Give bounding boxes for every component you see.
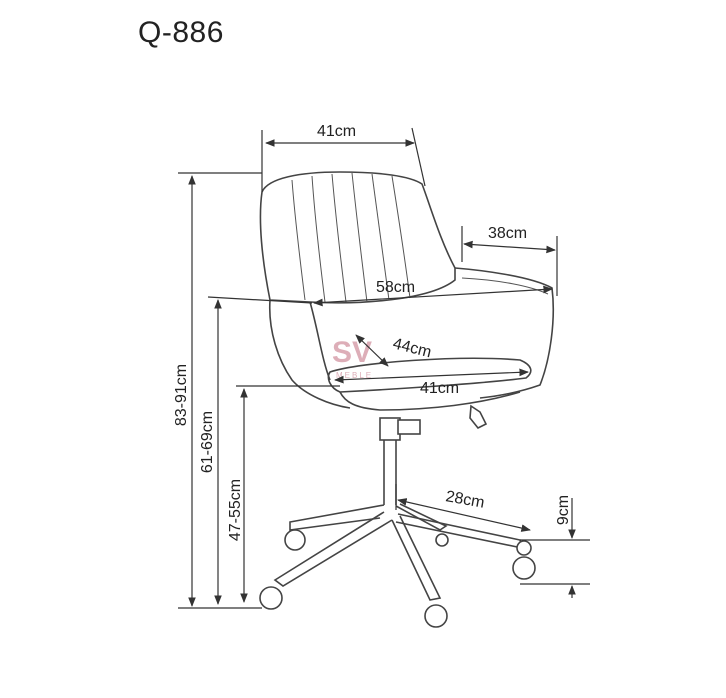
dimension-total-height: 83-91cm [173,172,262,609]
dimension-seat-height: 47-55cm [227,385,340,603]
svg-text:61-69cm: 61-69cm [199,411,216,473]
chair-outline [259,171,555,628]
dimension-caster-height: 9cm [520,495,590,598]
svg-text:9cm: 9cm [555,495,572,525]
svg-text:83-91cm: 83-91cm [173,364,190,426]
svg-text:47-55cm: 47-55cm [227,479,244,541]
svg-text:SV: SV [332,336,372,369]
svg-text:41cm: 41cm [420,380,459,397]
dimension-seat-width: 41cm [334,368,529,397]
svg-text:44cm: 44cm [391,335,433,361]
svg-text:58cm: 58cm [376,279,415,296]
svg-text:41cm: 41cm [317,123,356,140]
dimension-arm-height: 61-69cm [199,296,313,605]
product-title: Q-886 [138,16,224,49]
dimension-back-width: 41cm [261,123,426,192]
svg-text:38cm: 38cm [488,225,527,242]
brand-logo: SV MEBLE [332,336,372,380]
svg-text:28cm: 28cm [444,488,485,512]
dimension-total-width: 58cm [313,279,553,307]
dimension-base-radius: 28cm [395,484,531,532]
dimension-arm-depth: 38cm [461,225,558,296]
